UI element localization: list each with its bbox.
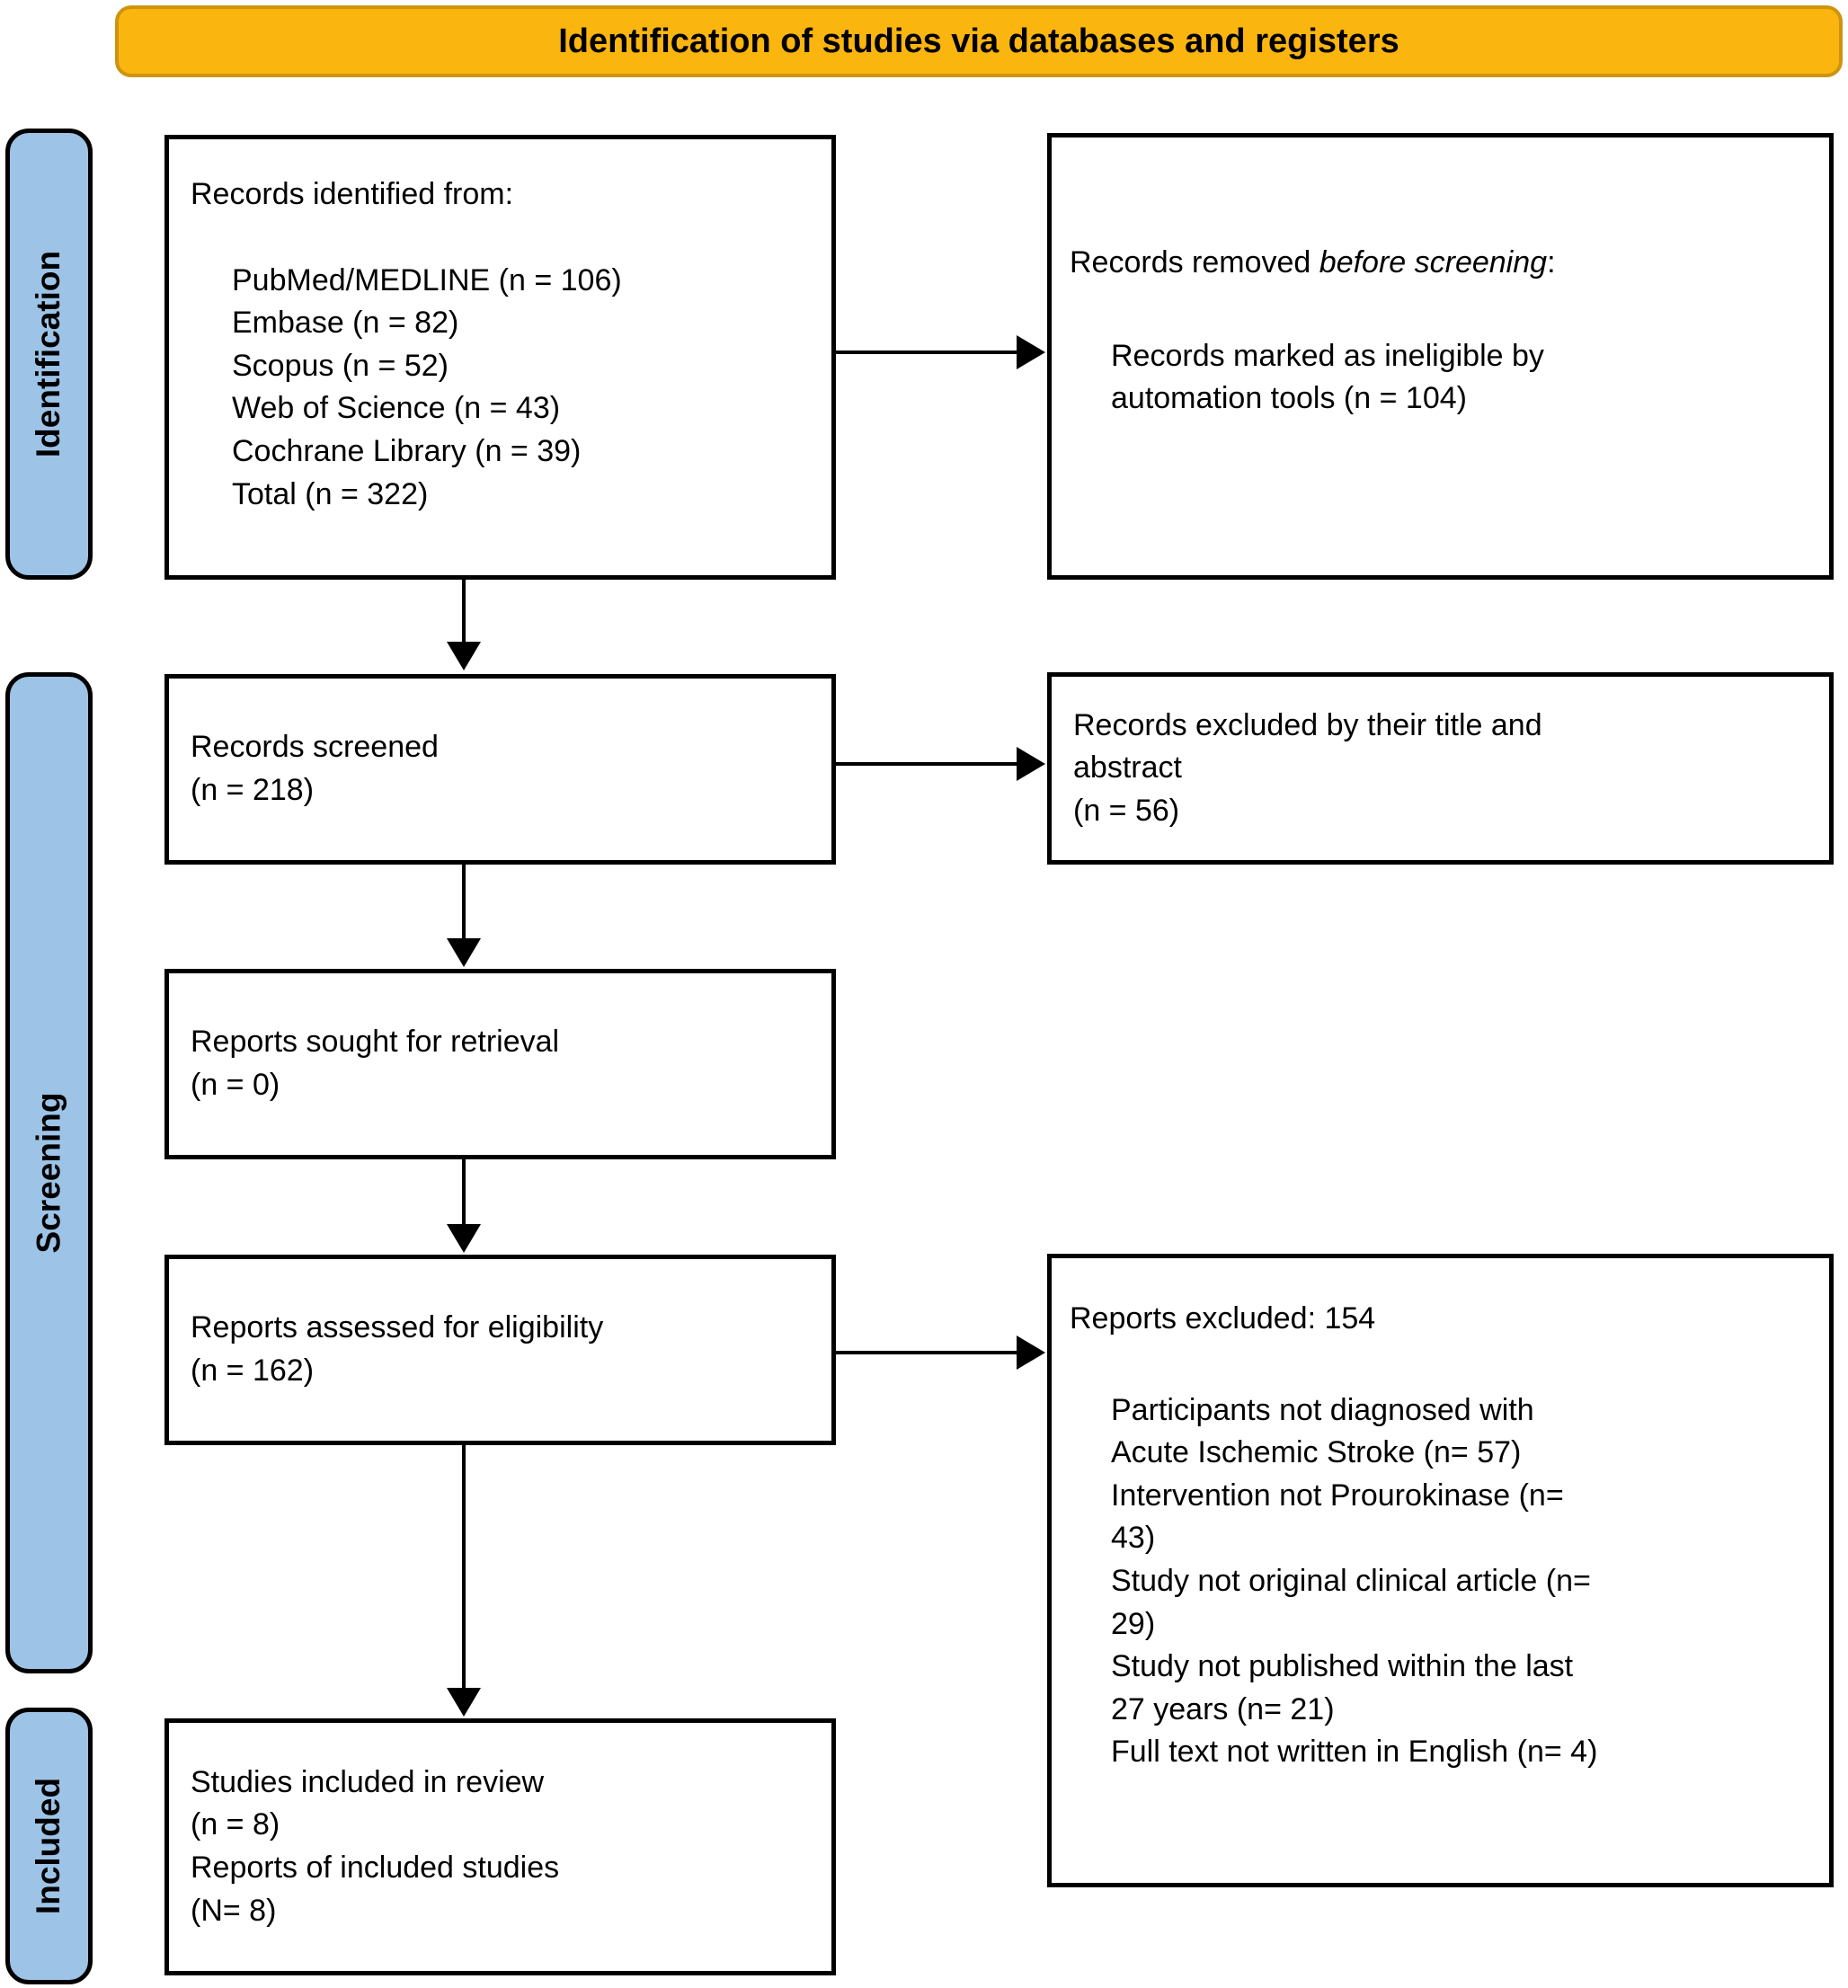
- database-list: PubMed/MEDLINE (n = 106) Embase (n = 82)…: [232, 260, 810, 517]
- arrow-down-icon: [447, 1224, 481, 1253]
- arrow-line: [462, 580, 466, 644]
- text-segment: Records removed: [1070, 245, 1319, 280]
- arrow-down-icon: [447, 938, 481, 967]
- arrow-right-icon: [1017, 335, 1045, 369]
- text-line: Records excluded by their title and: [1073, 707, 1542, 742]
- box-heading: Reports excluded: 154: [1070, 1301, 1376, 1336]
- list-item: Participants not diagnosed with Acute Is…: [1111, 1389, 1808, 1475]
- text-line: Acute Ischemic Stroke (n= 57): [1111, 1435, 1522, 1470]
- exclusion-reasons-list: Participants not diagnosed with Acute Is…: [1111, 1389, 1808, 1774]
- text-segment: :: [1547, 245, 1556, 280]
- records-removed-box: Records removed before screening: Record…: [1047, 133, 1834, 580]
- stage-label-included: Included: [5, 1708, 93, 1984]
- arrow-right-icon: [1017, 747, 1045, 781]
- list-item: Full text not written in English (n= 4): [1111, 1731, 1808, 1774]
- text-line: (n = 162): [191, 1353, 315, 1388]
- list-item: Records marked as ineligible by automati…: [1111, 335, 1808, 421]
- text-line: automation tools (n = 104): [1111, 381, 1467, 416]
- stage-label-text: Identification: [30, 250, 67, 458]
- stage-label-text: Included: [30, 1777, 67, 1915]
- text-line: Total (n = 322): [232, 476, 429, 511]
- records-identified-box: Records identified from: PubMed/MEDLINE …: [164, 135, 836, 580]
- text-line: Scopus (n = 52): [232, 348, 449, 383]
- reports-excluded-box: Reports excluded: 154 Participants not d…: [1047, 1254, 1834, 1887]
- text-line: (N= 8): [191, 1893, 277, 1928]
- text-line: Full text not written in English (n= 4): [1111, 1735, 1598, 1770]
- text-line: (n = 8): [191, 1807, 280, 1842]
- text-line: (n = 218): [191, 773, 315, 807]
- arrow-line: [462, 1445, 466, 1690]
- text-line: Web of Science (n = 43): [232, 391, 561, 426]
- arrow-line: [462, 865, 466, 938]
- text-line: Reports of included studies: [191, 1850, 560, 1885]
- text-line: Reports sought for retrieval: [191, 1025, 560, 1060]
- arrow-line: [836, 762, 1017, 766]
- text-line: Intervention not Prourokinase (n=: [1111, 1478, 1564, 1513]
- text-line: Embase (n = 82): [232, 306, 459, 341]
- text-line: 27 years (n= 21): [1111, 1691, 1335, 1726]
- stage-label-screening: Screening: [5, 672, 93, 1673]
- removed-reasons-list: Records marked as ineligible by automati…: [1111, 335, 1808, 421]
- text-line: PubMed/MEDLINE (n = 106): [232, 262, 622, 297]
- text-line: 43): [1111, 1521, 1156, 1556]
- text-line: Studies included in review: [191, 1764, 545, 1799]
- stage-label-identification: Identification: [5, 129, 93, 580]
- arrow-line: [462, 1159, 466, 1224]
- arrow-down-icon: [447, 642, 481, 670]
- reports-assessed-box: Reports assessed for eligibility (n = 16…: [164, 1255, 836, 1445]
- box-heading: Records identified from:: [191, 177, 514, 211]
- box-heading: Records removed before screening:: [1070, 242, 1808, 285]
- text-line: (n = 0): [191, 1068, 280, 1102]
- text-line: Participants not diagnosed with: [1111, 1392, 1534, 1427]
- list-item: Study not published within the last 27 y…: [1111, 1646, 1808, 1731]
- text-line: Study not original clinical article (n=: [1111, 1563, 1591, 1598]
- text-line: Reports assessed for eligibility: [191, 1310, 604, 1345]
- arrow-line: [836, 351, 1017, 354]
- text-segment-italic: before screening: [1319, 245, 1548, 280]
- text-line: Records screened: [191, 730, 439, 765]
- header-banner: Identification of studies via databases …: [115, 5, 1843, 77]
- arrow-down-icon: [447, 1688, 481, 1717]
- studies-included-box: Studies included in review (n = 8) Repor…: [164, 1718, 836, 1975]
- reports-sought-box: Reports sought for retrieval (n = 0): [164, 969, 836, 1159]
- arrow-line: [836, 1351, 1017, 1354]
- arrow-right-icon: [1017, 1336, 1045, 1370]
- text-line: Cochrane Library (n = 39): [232, 433, 582, 468]
- text-line: abstract: [1073, 750, 1182, 785]
- list-item: Intervention not Prourokinase (n= 43): [1111, 1475, 1808, 1560]
- text-line: 29): [1111, 1606, 1156, 1641]
- records-screened-box: Records screened (n = 218): [164, 674, 836, 865]
- stage-label-text: Screening: [30, 1092, 67, 1254]
- text-line: Study not published within the last: [1111, 1649, 1574, 1684]
- text-line: (n = 56): [1073, 793, 1180, 828]
- banner-title: Identification of studies via databases …: [558, 22, 1399, 60]
- records-excluded-title-abstract-box: Records excluded by their title and abst…: [1047, 672, 1834, 865]
- text-line: Records marked as ineligible by: [1111, 338, 1544, 373]
- list-item: Study not original clinical article (n= …: [1111, 1560, 1808, 1646]
